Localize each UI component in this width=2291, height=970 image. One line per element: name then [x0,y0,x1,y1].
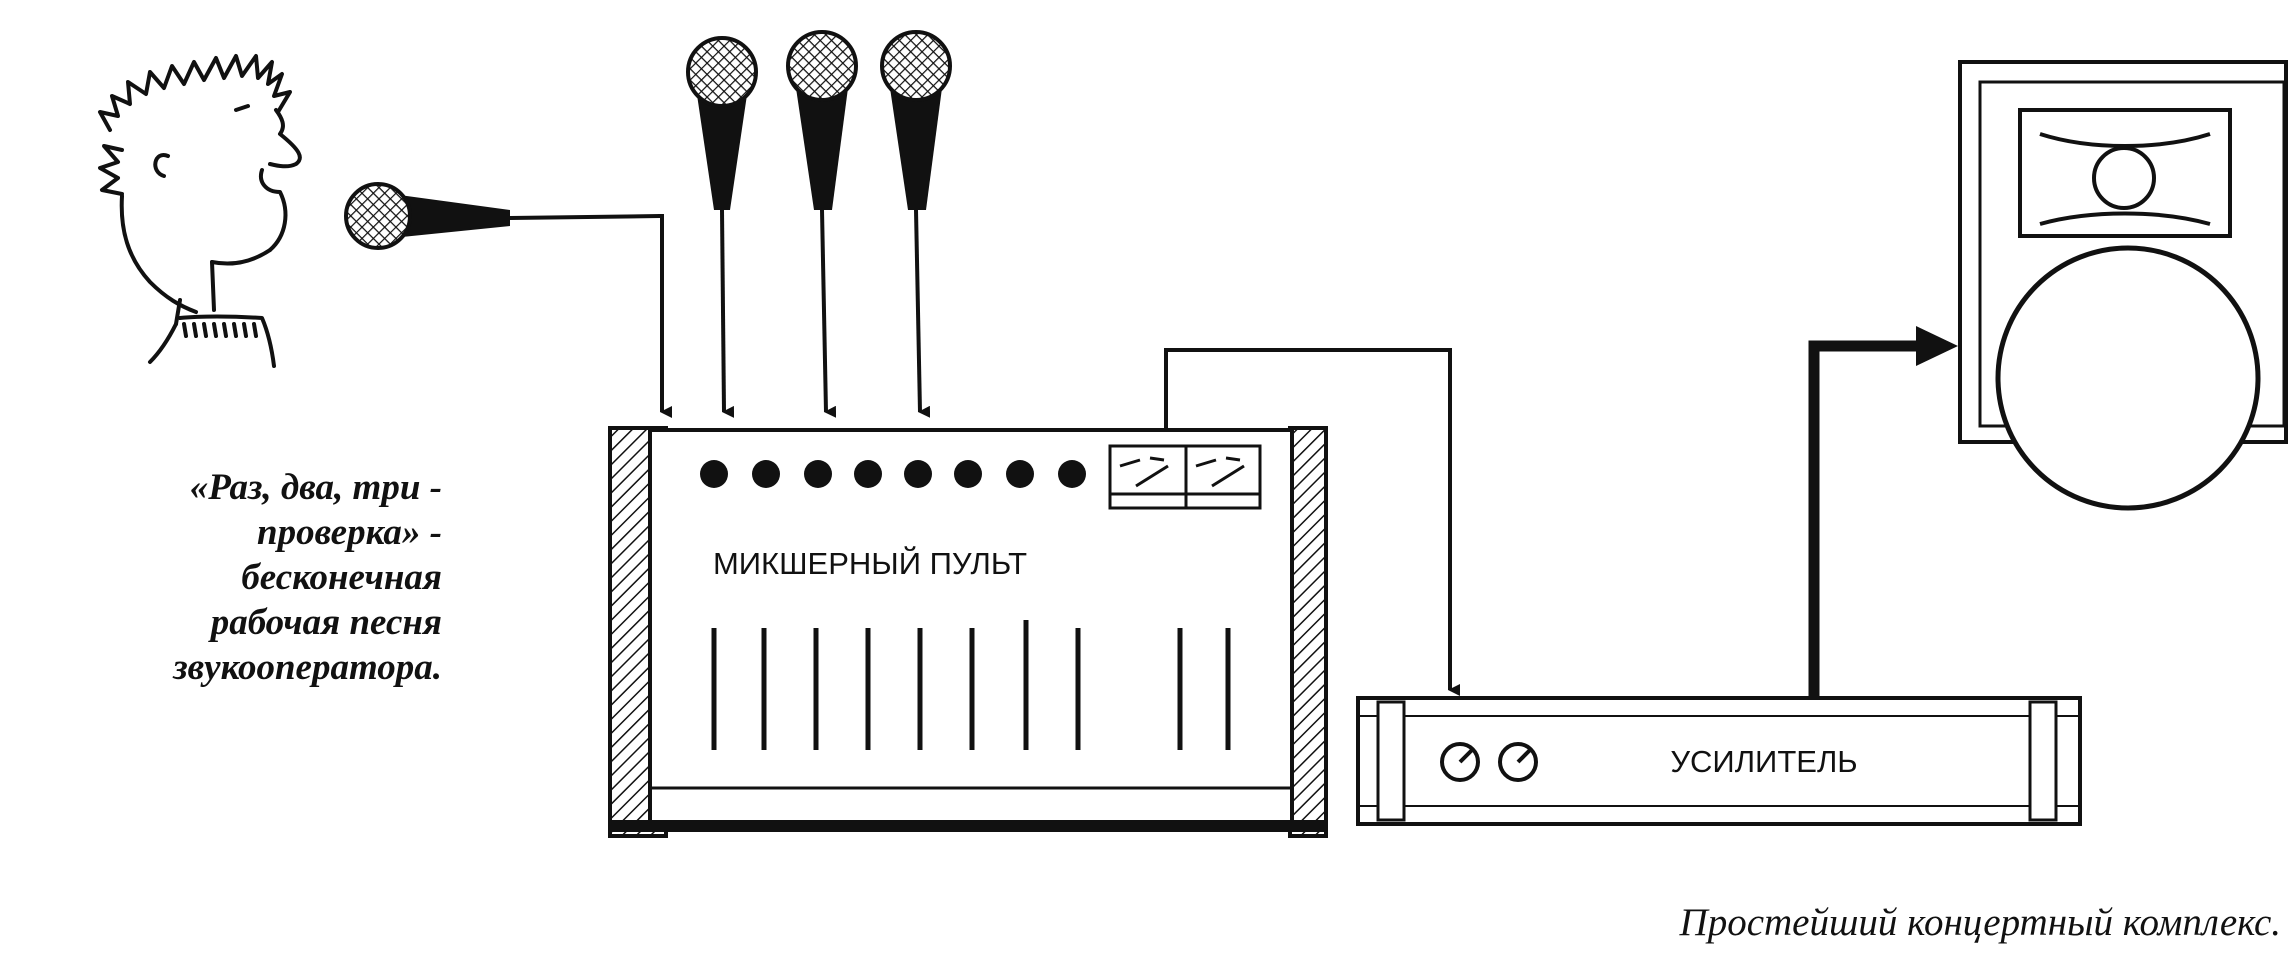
figure-caption: Простейший концертный комплекс. [1679,901,2281,944]
vu-meter-icon [1108,444,1262,510]
singer-figure [98,54,302,368]
quote-text: «Раз, два, три - проверка» - бесконечная… [173,467,442,688]
mixing-console: МИКШЕРНЫЙ ПУЛЬТ [608,426,1328,838]
knob-icon [1498,742,1538,782]
microphone-icon [686,36,758,418]
mixer-label: МИКШЕРНЫЙ ПУЛЬТ [713,545,1027,581]
microphone-icon [344,182,661,250]
microphone-icon [880,30,952,418]
microphone-icon [786,30,858,418]
cable-amplifier-to-speaker [1808,326,1958,698]
knob-icon [1440,742,1480,782]
arrow-icon [1916,326,1958,366]
cable-mixer-to-amplifier [1164,348,1460,696]
cable-mic-1 [658,214,672,418]
amplifier-label: УСИЛИТЕЛЬ [1670,744,1857,779]
amplifier: УСИЛИТЕЛЬ [1356,696,2082,826]
speaker-icon [1958,60,2288,511]
